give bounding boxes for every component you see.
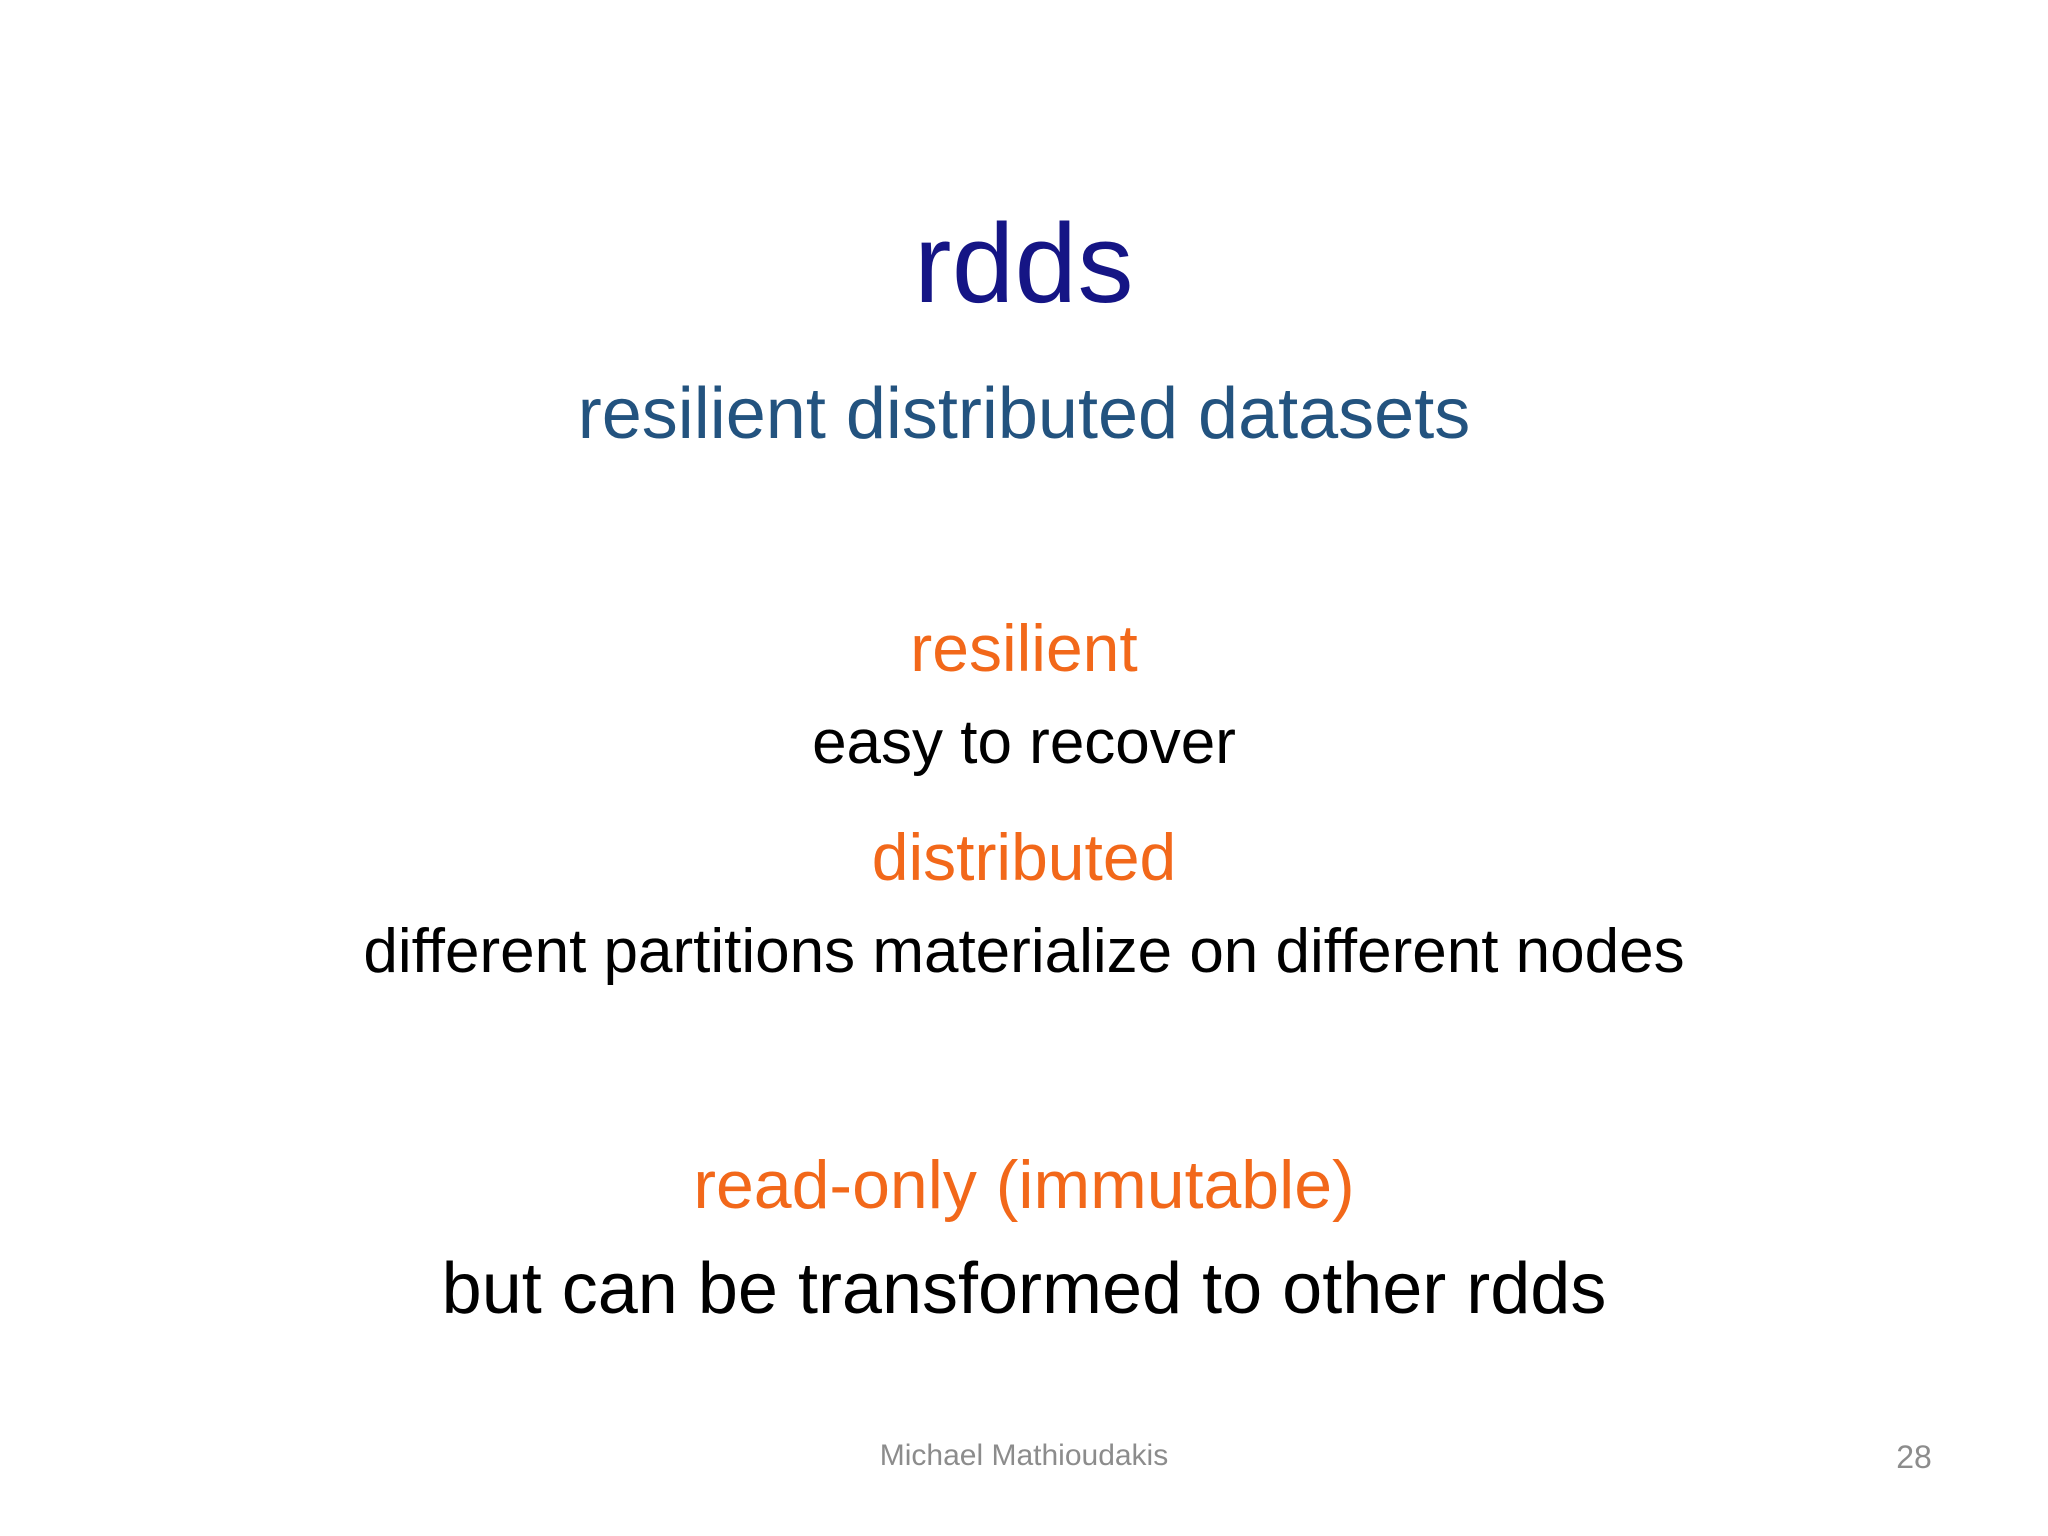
definition-group-upper: resilient easy to recover distributed di… [0, 610, 2048, 988]
term-read-only: read-only (immutable) [693, 1147, 1355, 1223]
page-title: rdds [914, 201, 1134, 327]
gloss-resilient: easy to recover [812, 707, 1236, 777]
gloss-read-only: but can be transformed to other rdds [441, 1249, 1607, 1330]
definition-group-lower: read-only (immutable) but can be transfo… [0, 1145, 2048, 1332]
slide-subtitle: resilient distributed datasets [577, 374, 1471, 454]
footer-page-number: 28 [1896, 1439, 1932, 1475]
term-resilient: resilient [910, 611, 1138, 685]
term-distributed: distributed [871, 820, 1177, 895]
footer-author: Michael Mathioudakis [879, 1439, 1169, 1472]
gloss-distributed: different partitions materialize on diff… [363, 916, 1685, 986]
